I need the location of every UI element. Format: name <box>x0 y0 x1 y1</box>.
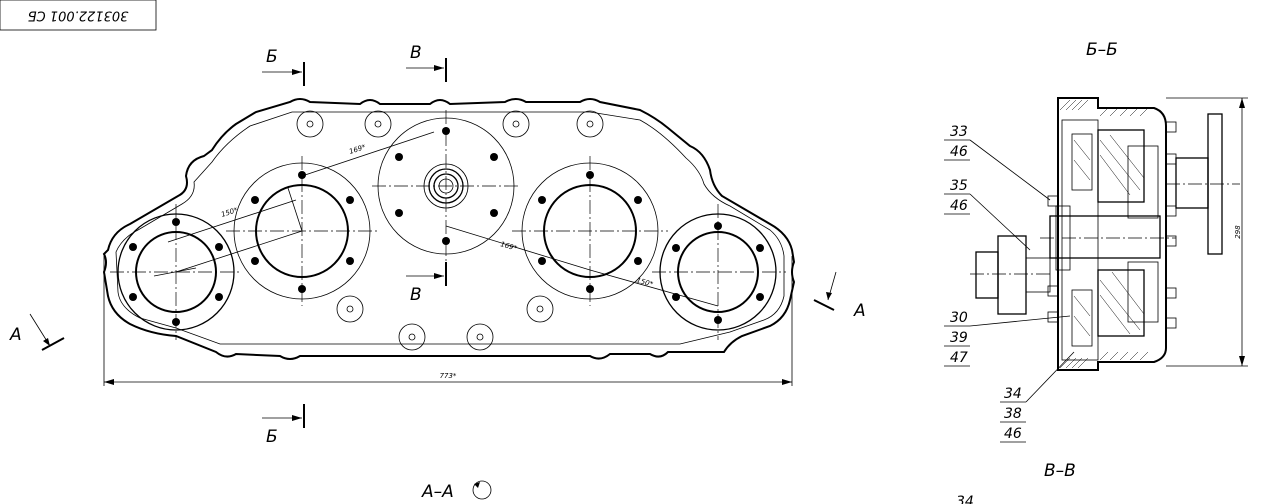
callout-2-bottom: 46 <box>950 198 968 214</box>
callouts: 33 46 35 46 30 39 47 34 38 46 <box>944 124 1075 443</box>
bottom-partial-label: 34 <box>956 494 974 504</box>
bore-left-center <box>226 156 380 306</box>
stamp-box: 303122.001 СБ <box>0 0 157 31</box>
stamp-text: 303122.001 СБ <box>28 8 129 23</box>
bosses <box>296 110 604 351</box>
callout-3-top: 30 <box>950 310 968 326</box>
callout-1-bottom: 46 <box>950 144 968 160</box>
housing-inner-contour <box>115 111 785 345</box>
bolts <box>1047 121 1177 329</box>
section-bb-title: Б–Б <box>1086 40 1118 60</box>
dim-150-left: 150* <box>220 206 239 219</box>
callout-3-bottom: 47 <box>950 350 968 366</box>
section-vv-title: В–В <box>1044 461 1076 481</box>
bore-right <box>652 204 786 340</box>
housing-outline <box>102 98 796 360</box>
callout-1-top: 33 <box>950 124 968 140</box>
dim-169-top: 169* <box>348 143 367 156</box>
section-markers: Б Б В В А А <box>9 43 866 447</box>
bore-right-center <box>512 156 668 306</box>
callout-4-top: 34 <box>1004 386 1022 402</box>
bore-left <box>110 204 242 340</box>
callout-4-bottom: 46 <box>1004 426 1022 442</box>
dim-773: 773* <box>440 372 457 380</box>
mark-b-top: Б <box>266 47 278 67</box>
callout-4-middle: 38 <box>1004 406 1022 422</box>
view-aa-label: А–А <box>421 480 492 502</box>
mark-v-bottom: В <box>410 285 422 305</box>
callout-2-top: 35 <box>950 178 968 194</box>
bore-center <box>372 110 520 262</box>
callout-3-middle: 39 <box>950 330 968 346</box>
dim-150-right: 150* <box>635 276 654 288</box>
dim-298: 298 <box>1234 225 1242 239</box>
mark-a-right: А <box>853 301 866 321</box>
hatching <box>1059 99 1149 369</box>
housing-view: 150* 169* 169* 150* 773* <box>102 98 796 386</box>
section-bb: Б–Б <box>970 40 1248 371</box>
view-aa-title: А–А <box>421 482 454 502</box>
dim-169-right: 169* <box>499 240 518 252</box>
mark-b-bottom: Б <box>266 427 278 447</box>
mark-a-left: А <box>9 325 22 345</box>
mark-v-top: В <box>410 43 422 63</box>
